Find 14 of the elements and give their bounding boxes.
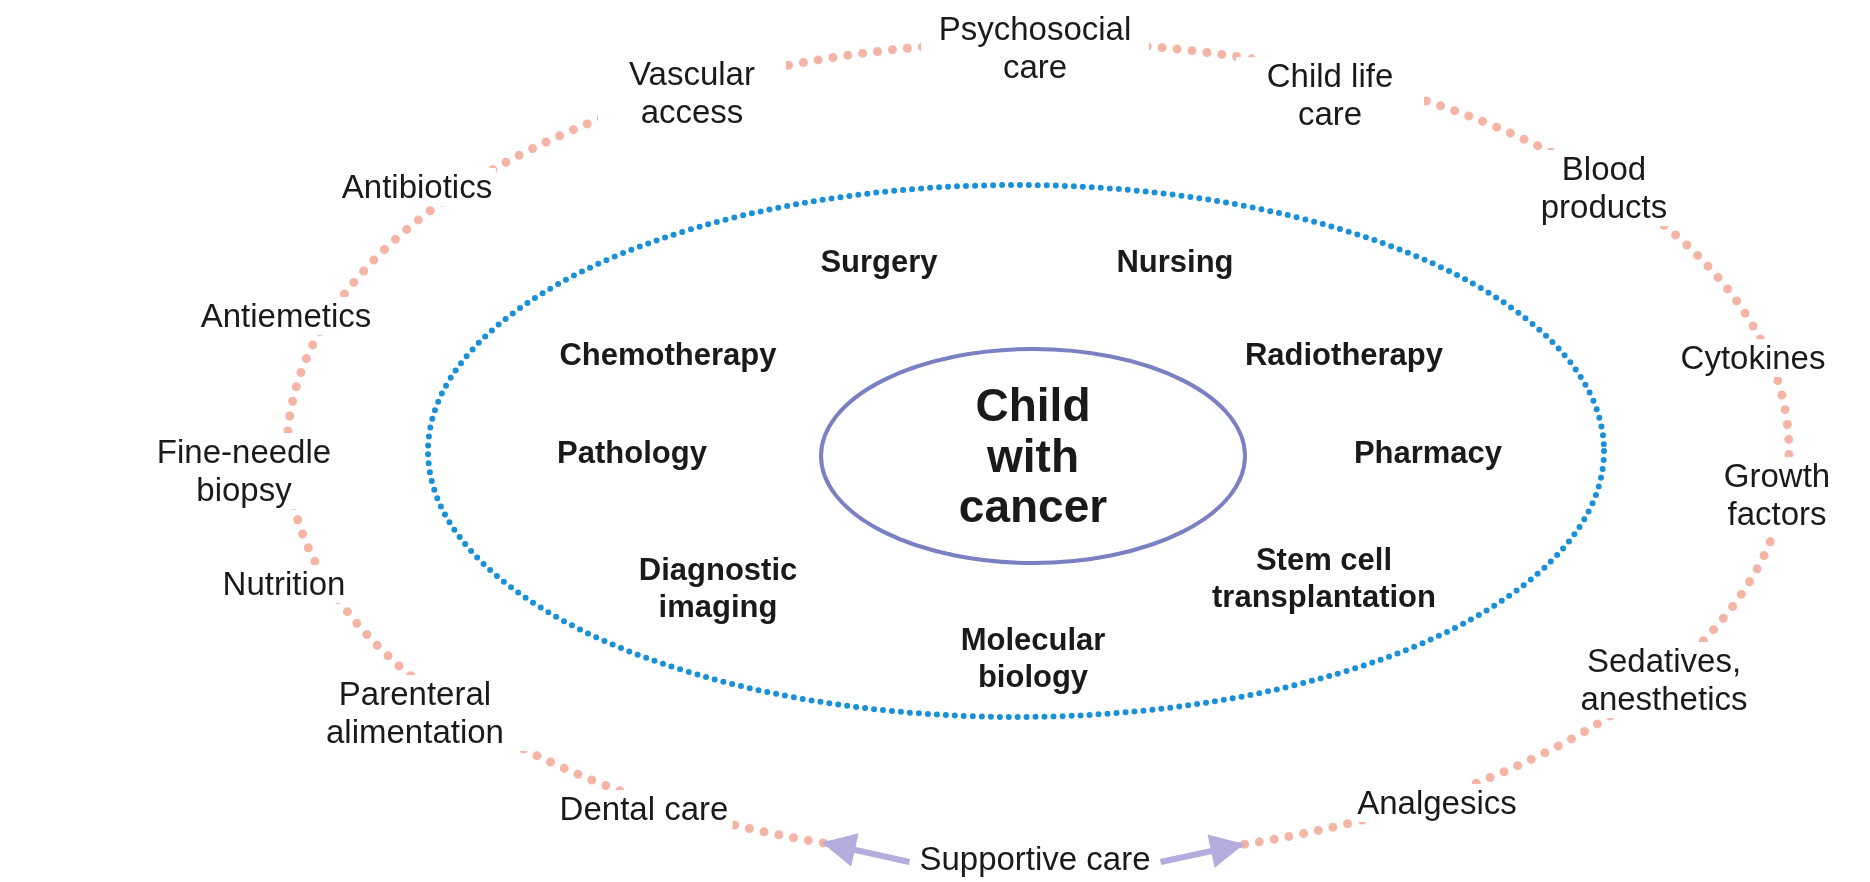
supportive-care-label: Supportive care (915, 840, 1155, 878)
arrow (821, 833, 911, 867)
discipline-label: Molecular biology (959, 620, 1107, 696)
discipline-label: Chemotherapy (559, 336, 777, 374)
arrow (1159, 834, 1245, 868)
center-ellipse (818, 346, 1248, 566)
discipline-label: Stem cell transplantation (1211, 540, 1437, 616)
center-text: Child with cancer (957, 380, 1109, 532)
discipline-label: Diagnostic imaging (637, 550, 799, 626)
discipline-label: Radiotherapy (1244, 336, 1444, 374)
discipline-label: Surgery (820, 243, 938, 281)
discipline-label: Pathology (557, 434, 707, 472)
discipline-label: Nursing (1116, 243, 1234, 281)
discipline-label: Pharmacy (1353, 434, 1503, 472)
